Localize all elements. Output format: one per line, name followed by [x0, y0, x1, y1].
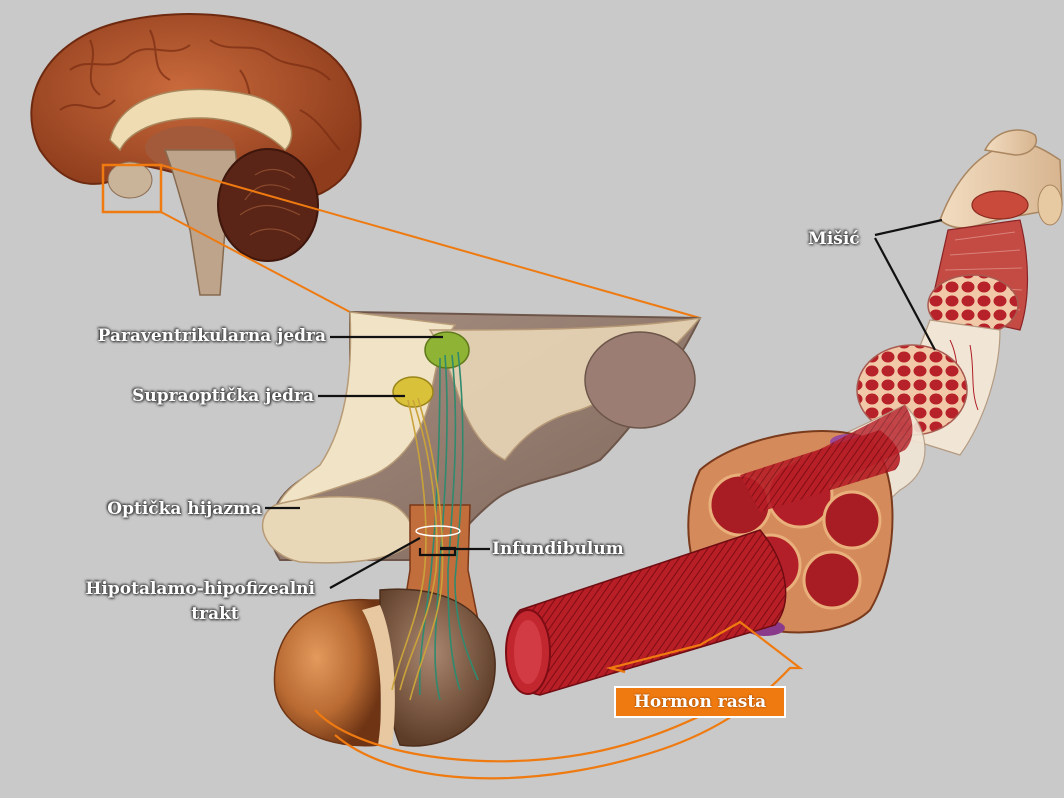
- arm-illustration: [940, 130, 1062, 228]
- label-paraventricular-nuclei: Paraventrikularna jedra: [60, 325, 326, 347]
- hypothalamus-section: [263, 312, 700, 746]
- label-hypothalamic-hypophyseal-tract-line1: Hipotalamo-hipofizealni: [30, 578, 315, 600]
- brain-sagittal: [31, 14, 360, 295]
- label-supraoptic-nuclei: Supraoptička jedra: [60, 385, 314, 407]
- label-hypothalamic-hypophyseal-tract-line2: trakt: [140, 603, 290, 625]
- growth-hormone-callout: Hormon rasta: [614, 686, 786, 718]
- label-muscle: Mišić: [808, 228, 860, 250]
- label-infundibulum: Infundibulum: [492, 538, 624, 560]
- label-optic-chiasm: Optička hijazma: [40, 498, 262, 520]
